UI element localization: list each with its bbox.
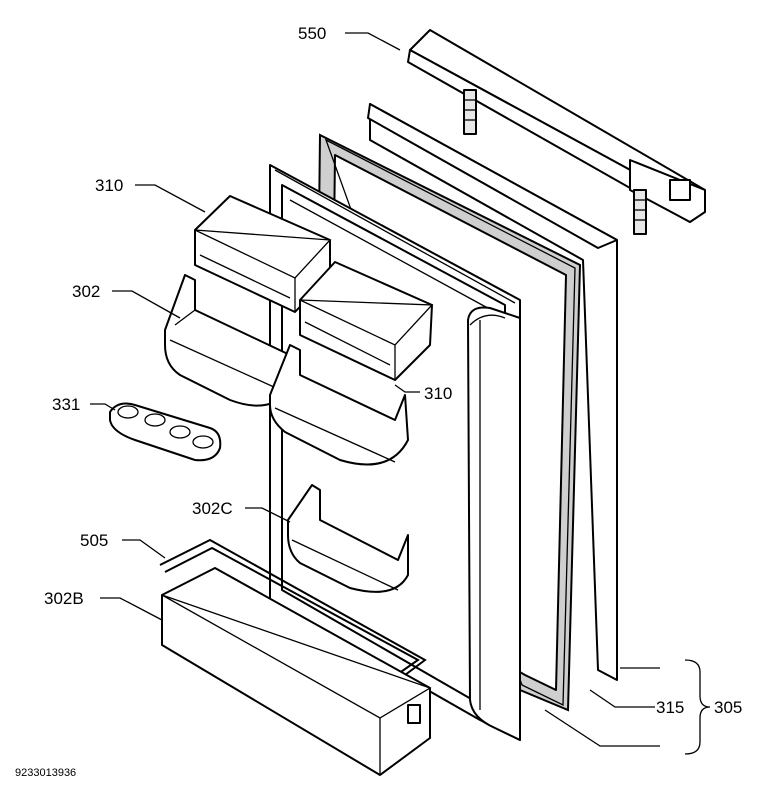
label-305: 305 [714,698,742,717]
bottle-shelf-302b [161,567,432,776]
label-310-upper: 310 [95,176,123,195]
shelf-cover-lower [299,261,434,381]
label-310-lower: 310 [424,384,452,403]
trim-strip-550 [407,29,706,235]
door-outer-front [467,306,521,741]
label-505: 505 [80,531,108,550]
label-331: 331 [52,395,80,414]
door-shelf-302c [287,484,409,593]
door-shelf-302-lower [269,344,409,466]
label-315: 315 [656,698,684,717]
label-302b: 302B [44,589,84,608]
label-550: 550 [298,24,326,43]
drawing-code: 9233013936 [15,767,76,779]
label-302: 302 [72,282,100,301]
leader-lines [90,32,711,755]
egg-tray-331 [109,402,222,462]
door-inner-panel [367,103,618,681]
label-302c: 302C [192,499,233,518]
